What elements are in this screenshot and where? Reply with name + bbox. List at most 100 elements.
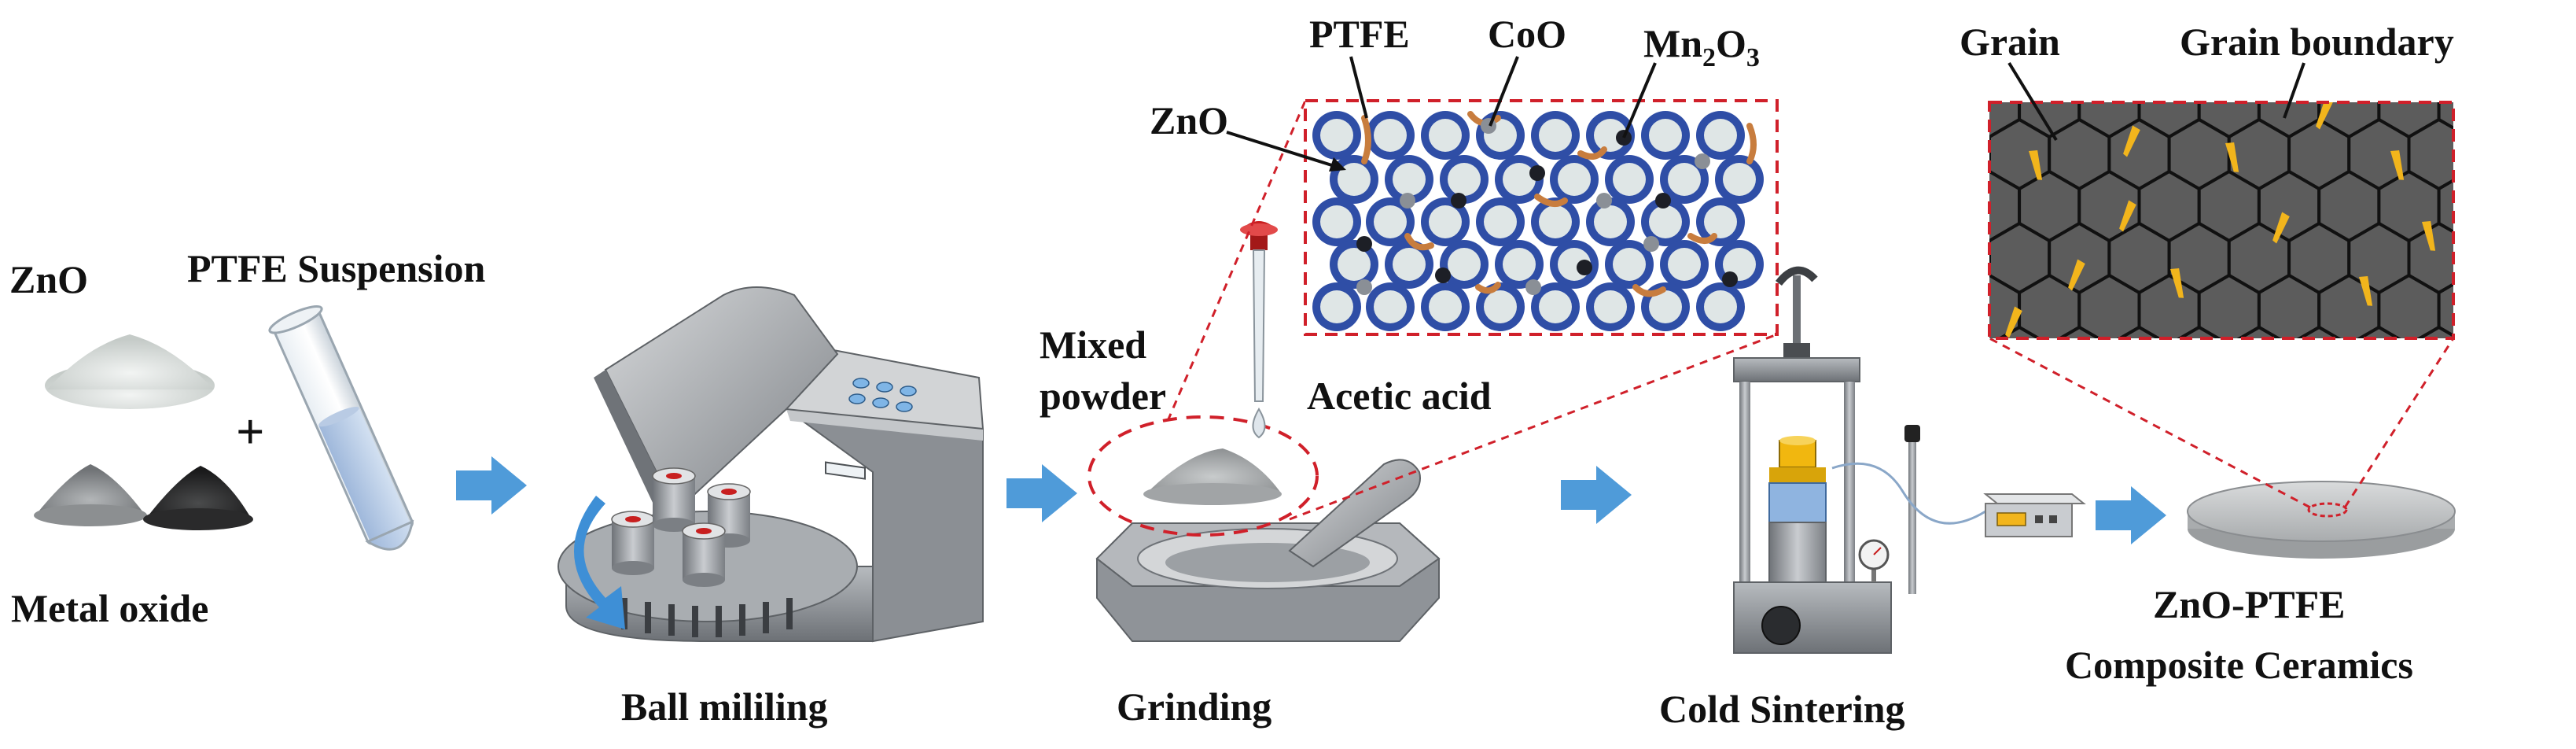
zno-particle-core	[1539, 290, 1572, 323]
inset-zno-pointer	[1226, 131, 1338, 168]
zno-particle-core	[1668, 248, 1701, 281]
powder-pile-icon	[1143, 448, 1282, 505]
grinding-label: Grinding	[1117, 684, 1271, 729]
dopant-particles	[1356, 118, 1738, 295]
ptfe-strand	[1475, 282, 1501, 294]
grain	[1900, 275, 1960, 345]
mixed-label-line1: Mixed	[1040, 323, 1146, 367]
grain	[2019, 379, 2079, 448]
grain	[2416, 325, 2453, 338]
grain-network	[1900, 16, 2576, 448]
pointer-arrowhead	[1329, 157, 1346, 172]
grain	[1900, 172, 1960, 241]
grain	[2319, 379, 2379, 448]
zno-particle-core	[1338, 163, 1371, 196]
mixed-powder-highlight	[1087, 415, 1319, 537]
mn2o3-particle	[1435, 268, 1451, 283]
grain	[2529, 223, 2576, 293]
coo-particle	[1596, 193, 1612, 208]
grain	[2469, 120, 2529, 189]
grain	[1960, 379, 2019, 448]
zno-particle-core	[1558, 163, 1591, 196]
grain	[2499, 172, 2559, 241]
zno-particle-core	[1704, 290, 1737, 323]
ptfe-strand	[1534, 194, 1568, 207]
zno-particle-core	[1338, 248, 1371, 281]
zno-particle-core	[1448, 163, 1481, 196]
grain-boundary-pointer	[2283, 62, 2306, 119]
grain-inset	[1900, 16, 2576, 448]
grain-boundary-phase	[2068, 259, 2085, 291]
grain-boundary-phase	[2028, 150, 2043, 180]
zno-particle-core	[1649, 205, 1682, 238]
mn2o3-particle	[1577, 260, 1592, 275]
ptfe-strand	[1361, 115, 1371, 164]
inset-ptfe-pointer	[1349, 56, 1368, 119]
mn2o3-particle	[1722, 271, 1738, 287]
grain	[2296, 325, 2342, 338]
grain	[2469, 223, 2529, 293]
mn2o3-particle	[1356, 236, 1372, 252]
zno-particle-core	[1649, 290, 1682, 323]
grain	[2499, 275, 2559, 345]
zno-particle-core	[1503, 248, 1536, 281]
grain	[1989, 102, 2022, 139]
grain	[2529, 120, 2576, 189]
grain-boundary-phase	[2421, 221, 2436, 251]
coo-particle	[1643, 236, 1659, 252]
grain	[2259, 379, 2319, 448]
grain	[2199, 379, 2259, 448]
grain-boundary-phase	[2119, 200, 2136, 232]
grain-boundary-phase	[2123, 125, 2140, 157]
ptfe-suspension-label: PTFE Suspension	[187, 246, 486, 290]
ball-milling-label: Ball mililing	[621, 684, 828, 729]
coo-particle	[1695, 153, 1710, 169]
inset-zno-label: ZnO	[1150, 98, 1228, 142]
ptfe-strand	[1577, 146, 1607, 160]
zno-particle-core	[1374, 290, 1407, 323]
zno-particle-core	[1668, 163, 1701, 196]
grain	[2357, 325, 2401, 338]
zoom-guide-lines	[1166, 100, 1778, 521]
plus-sign: +	[236, 404, 264, 459]
coo-particle	[1356, 279, 1372, 295]
zno-particle-core	[1374, 119, 1407, 152]
zno-particle-core	[1613, 248, 1646, 281]
dropper-icon	[1240, 221, 1278, 439]
zno-particle-core	[1613, 163, 1646, 196]
grain	[2529, 327, 2576, 397]
product-label-line2: Composite Ceramics	[2065, 643, 2413, 687]
powder-pile-icon	[45, 334, 215, 409]
metal-oxide-label: Metal oxide	[11, 586, 208, 630]
centrifuge-tube-icon	[268, 304, 414, 551]
grain	[1989, 238, 1991, 278]
mortar-pestle-icon	[1095, 459, 1441, 642]
zno-particle-core	[1539, 119, 1572, 152]
grain	[2469, 327, 2529, 397]
product-label-line1: ZnO-PTFE	[2153, 582, 2345, 626]
temperature-controller-icon	[1983, 493, 2086, 537]
mn2o3-particle	[1529, 165, 1545, 181]
grain-boundary-phase	[2225, 142, 2239, 172]
flow-arrow-icon	[1006, 464, 1077, 522]
grain	[2109, 16, 2169, 85]
ptfe-strand	[1632, 284, 1666, 297]
grain	[1989, 135, 1991, 174]
grain	[2437, 179, 2453, 234]
grain-boundary-phase	[2005, 306, 2022, 338]
zno-particle-core	[1429, 290, 1462, 323]
ptfe-binder-strands	[1361, 111, 1757, 297]
grain	[2439, 379, 2499, 448]
grain	[2177, 325, 2221, 338]
grain-boundary-phase	[2358, 276, 2373, 306]
zno-particle-core	[1704, 205, 1737, 238]
inset-coo-pointer	[1489, 56, 1519, 127]
ceramic-disc-icon	[2187, 481, 2456, 559]
zno-particle-core	[1320, 290, 1353, 323]
zoom-guide-lines	[1989, 337, 2455, 509]
cold-sinter-press-icon	[1733, 266, 1986, 654]
flow-arrow-icon	[2096, 486, 2166, 544]
zno-particle-core	[1393, 163, 1426, 196]
grain	[2236, 325, 2282, 338]
inset-mn2o3-pointer	[1622, 62, 1657, 138]
